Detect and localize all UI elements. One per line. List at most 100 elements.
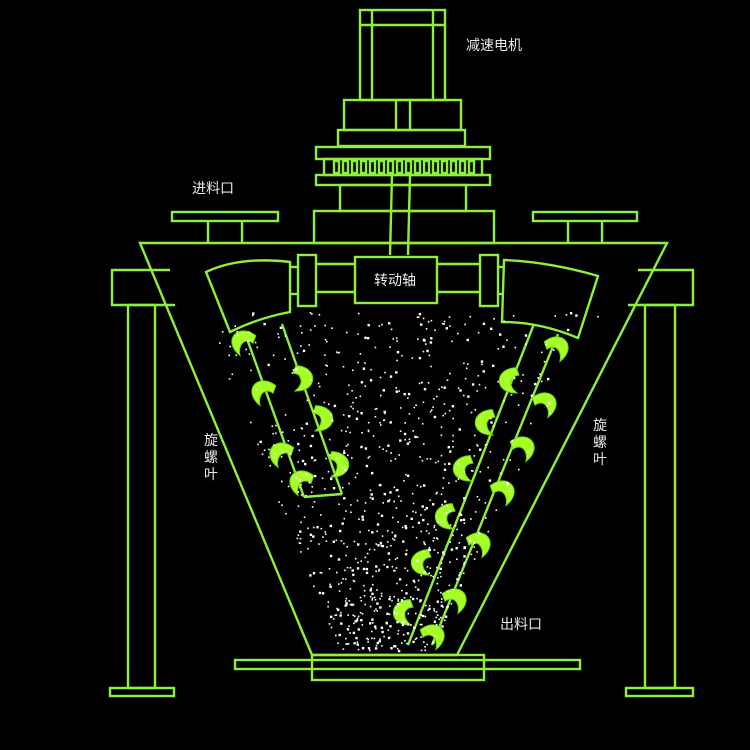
particle [332,540,335,543]
particle [343,450,345,452]
particle [363,595,366,597]
particle [375,644,378,647]
gear-tooth [377,159,386,175]
particle [369,496,372,499]
particle [303,516,306,519]
particle [311,506,314,508]
particle [247,340,249,343]
particle [389,375,393,378]
particle [481,430,483,433]
particle [479,448,482,451]
particle [309,574,312,577]
particle [359,353,362,355]
particle [438,388,440,391]
particle [372,583,374,586]
gear-coupling [312,145,496,256]
particle [314,459,317,461]
particle [300,521,302,524]
particle [420,566,423,568]
particle [341,467,344,469]
particle [424,649,426,652]
particle [566,328,570,332]
particle [520,380,523,382]
particle [349,632,351,634]
particle [443,403,446,405]
particle [281,480,283,483]
particle [371,531,374,534]
particle [343,542,345,545]
particle [414,638,417,641]
particle [472,470,474,472]
particle [352,369,354,372]
blade-lobe [509,436,535,463]
particle [412,510,414,513]
particle [406,569,409,572]
particle [333,404,337,408]
particle [386,565,389,569]
particle [444,463,446,465]
particle [435,611,438,613]
blade-lobe [269,442,295,469]
particle [257,443,259,446]
particle [375,570,377,573]
particle [443,553,446,556]
particle [295,368,298,371]
particle [248,353,251,355]
particle [454,525,457,527]
particle [416,484,419,487]
particle [351,457,353,459]
particle [271,425,274,427]
particle [522,392,524,395]
particle [324,533,327,535]
particle [508,490,510,492]
particle [420,514,422,516]
particle [461,474,463,477]
particle [378,483,382,487]
particle [356,641,359,644]
particle [449,561,451,563]
particle [478,532,481,535]
particle [478,383,481,386]
particle [399,407,402,409]
particle [361,518,365,521]
gear-tooth [332,159,341,175]
particle [326,365,328,367]
feed-inlet-left [170,210,280,243]
particle [268,456,270,459]
particle [462,394,465,397]
particle [433,526,436,529]
particle [291,372,294,374]
particle [394,558,397,561]
particle [364,502,367,504]
particle [324,488,326,490]
particle [367,561,369,563]
particle [565,314,568,316]
particle [348,415,351,418]
particle [428,630,430,633]
particle [408,441,411,443]
particle [412,430,415,432]
particle [381,645,383,647]
particle [397,521,399,523]
particle [387,444,390,447]
particle [298,479,302,482]
particle [451,340,453,343]
particle [430,337,433,340]
particle [312,572,316,575]
blade-lobe [452,455,474,482]
particle [442,551,445,554]
particle [380,514,384,517]
particle [428,532,430,535]
particle [376,589,378,591]
particle [452,440,454,443]
particle [436,395,438,398]
particle [470,518,472,520]
particle [335,614,338,616]
particle [442,477,445,479]
particle [414,586,417,588]
particle [324,531,327,533]
particle [488,479,492,482]
particle [348,384,350,387]
particle [545,343,547,346]
particle [346,331,348,334]
